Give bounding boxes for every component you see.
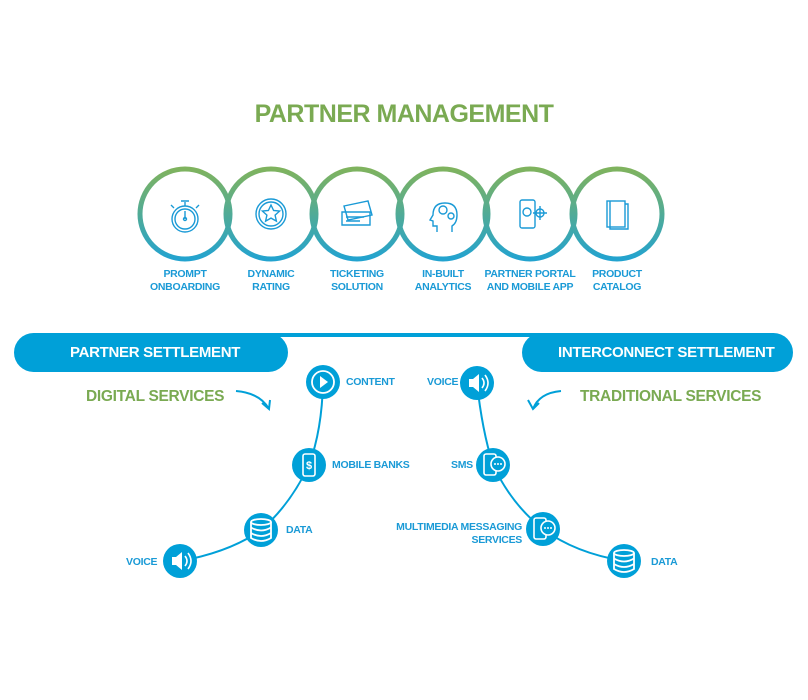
partner-settlement-label: PARTNER SETTLEMENT (70, 344, 241, 361)
node-label-data: DATA (286, 524, 313, 536)
node-label-sms: SMS (451, 459, 473, 471)
digital-services-path (179, 381, 324, 562)
ring-catalog (569, 166, 665, 262)
interconnect-settlement-banner: INTERCONNECT SETTLEMENT (522, 333, 793, 372)
catalog-book-icon (606, 200, 629, 230)
traditional-arrow-icon (527, 390, 562, 411)
connector-bar (250, 333, 550, 337)
tickets-icon (341, 200, 373, 226)
digital-arrow-icon (235, 390, 271, 411)
page-title: PARTNER MANAGEMENT (254, 100, 554, 128)
traditional-services-path (476, 382, 625, 562)
mobile-dollar-icon: $ (302, 453, 316, 477)
ring-rating (223, 166, 319, 262)
svg-text:$: $ (306, 460, 312, 472)
mobile-gear-icon (519, 199, 547, 229)
brain-gears-icon (428, 202, 458, 232)
ring-portal (482, 166, 578, 262)
feature-rings (137, 166, 665, 262)
ring-ticketing (309, 166, 405, 262)
star-badge-icon (255, 198, 287, 230)
traditional-services-heading: TRADITIONAL SERVICES (580, 388, 762, 405)
partner-settlement-banner: PARTNER SETTLEMENT (14, 333, 288, 372)
node-label-content: CONTENT (346, 376, 395, 388)
play-icon (311, 370, 335, 394)
stopwatch-icon (170, 200, 200, 233)
digital-services-heading: DIGITAL SERVICES (86, 388, 225, 405)
interconnect-settlement-label: INTERCONNECT SETTLEMENT (558, 344, 775, 361)
node-label-data: DATA (651, 556, 678, 568)
node-label-voice: VOICE (126, 556, 158, 568)
ring-onboarding (137, 166, 233, 262)
ring-analytics (395, 166, 491, 262)
node-label-voice: VOICE (427, 376, 459, 388)
node-label-mobile-banks: MOBILE BANKS (332, 459, 410, 471)
